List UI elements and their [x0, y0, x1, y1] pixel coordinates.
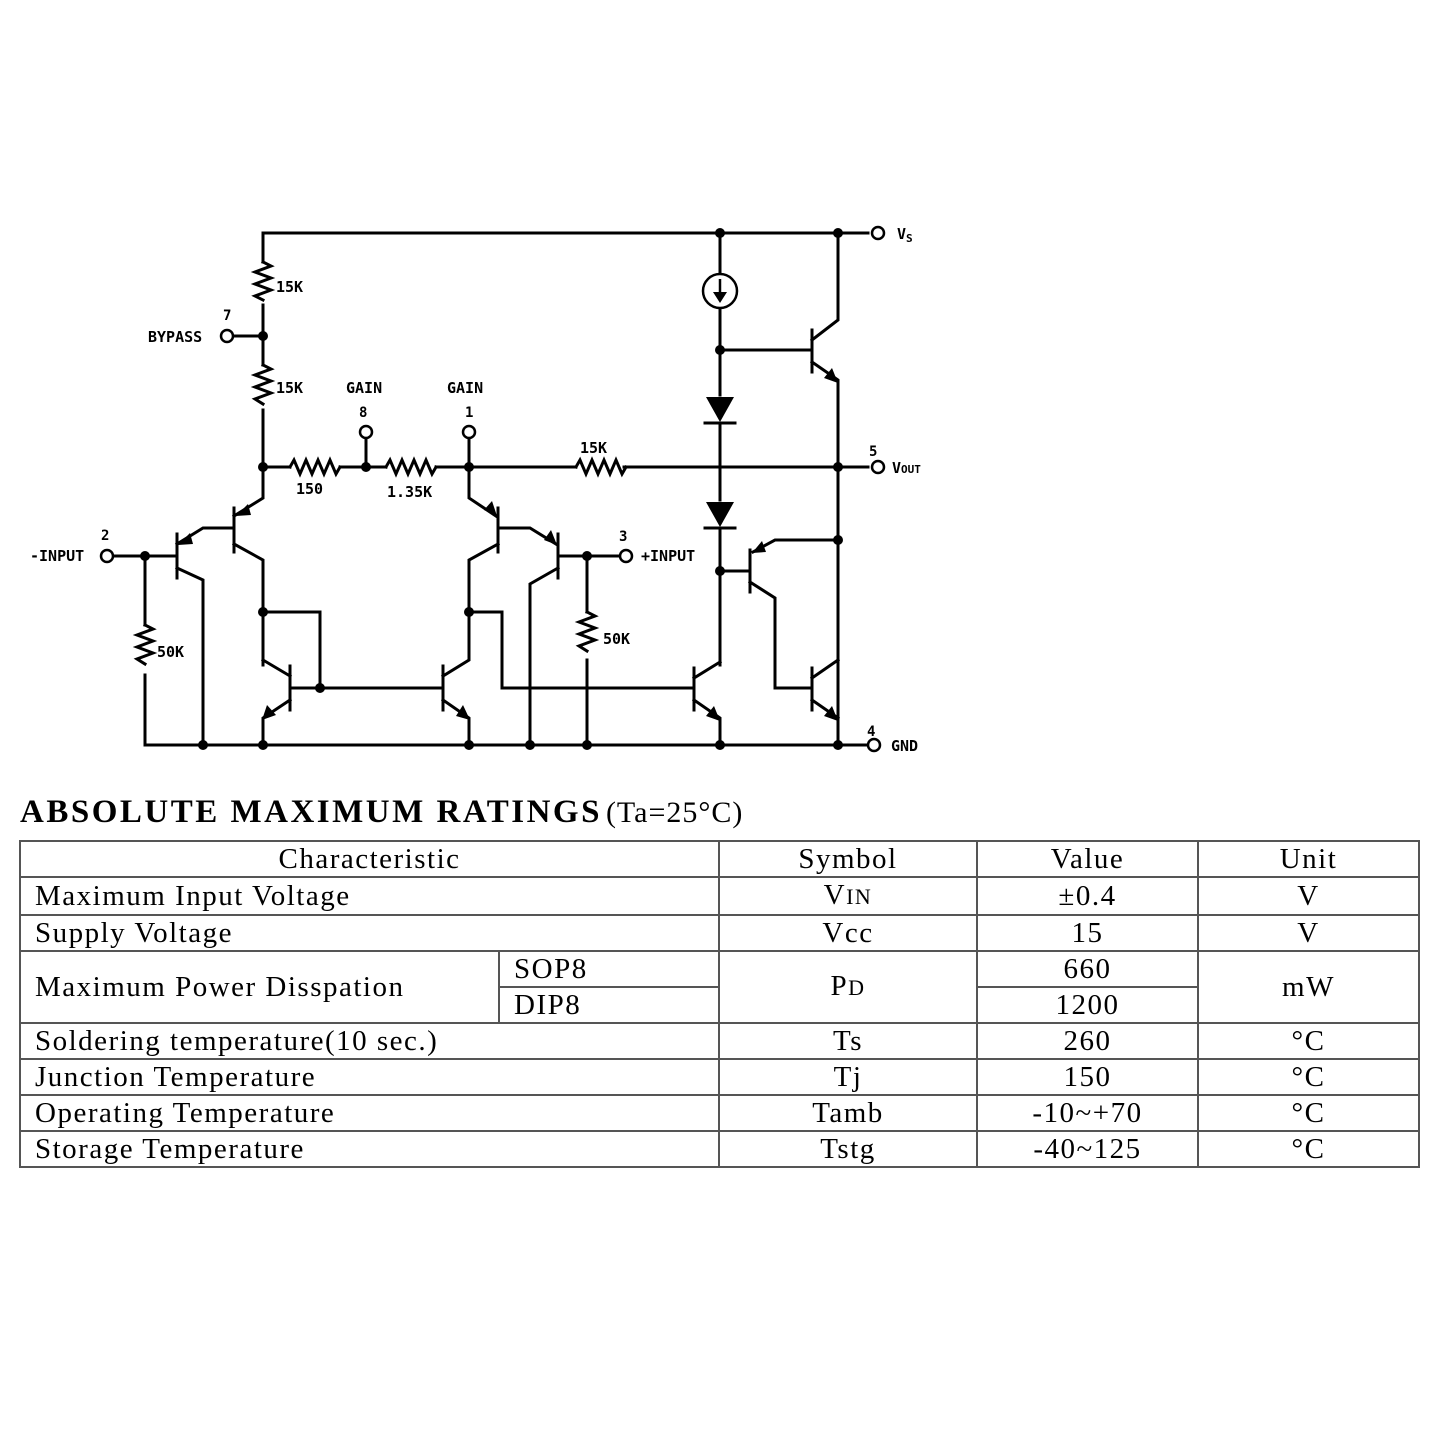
pin-number-1: 1 [465, 405, 473, 421]
current-source [701, 272, 739, 310]
label-r-left: 50K [157, 643, 184, 661]
cell-unit: °C [1197, 1058, 1420, 1096]
table-row: Maximum Power Disspation SOP8 PD 660 mW [19, 950, 1420, 1024]
cell-characteristic: Storage Temperature [19, 1130, 720, 1168]
label-r-top: 15K [276, 278, 303, 296]
label-r-135: 1.35K [387, 483, 432, 501]
diode-upper [706, 397, 734, 422]
label-minus-input: -INPUT [30, 547, 84, 565]
cell-value: ±0.4 [976, 876, 1199, 916]
resistor-15k-feedback [573, 456, 629, 478]
table-row: DIP8 1200 [20, 986, 1419, 1024]
cell-value: 1200 [976, 986, 1199, 1024]
cell-package: SOP8 [498, 950, 720, 988]
resistor-1-35k [383, 456, 439, 478]
label-r-150: 150 [296, 480, 323, 498]
pin-gain-1 [461, 424, 477, 440]
ratings-title-main: ABSOLUTE MAXIMUM RATINGS [20, 794, 602, 830]
pin-bypass [219, 328, 235, 344]
resistor-150 [287, 456, 343, 478]
table-row: Soldering temperature(10 sec.) Ts 260 °C [19, 1022, 1420, 1060]
ratings-title: ABSOLUTE MAXIMUM RATINGS (Ta=25°C) [20, 790, 743, 834]
cell-characteristic: Operating Temperature [19, 1094, 720, 1132]
label-vout: VOUT [892, 459, 921, 477]
label-r-feedback: 15K [580, 439, 607, 457]
pin-number-2: 2 [101, 528, 109, 544]
label-bypass: BYPASS [148, 328, 202, 346]
table-header-row: Characteristic Symbol Value Unit [19, 840, 1420, 878]
cell-unit: V [1197, 914, 1420, 952]
cell-unit: °C [1197, 1094, 1420, 1132]
cell-symbol: Ts [718, 1022, 978, 1060]
resistor-50k-right [574, 609, 600, 654]
pin-gain-8 [358, 424, 374, 440]
ratings-title-condition: (Ta=25°C) [605, 796, 744, 829]
pin-number-3: 3 [619, 529, 627, 545]
cell-value: -10~+70 [976, 1094, 1199, 1132]
cell-package: DIP8 [498, 986, 720, 1024]
cell-characteristic: Soldering temperature(10 sec.) [19, 1022, 720, 1060]
label-r-mid: 15K [276, 379, 303, 397]
header-value: Value [976, 840, 1199, 878]
cell-characteristic: Supply Voltage [19, 914, 720, 952]
pin-number-4: 4 [867, 724, 875, 740]
cell-value: 15 [976, 914, 1199, 952]
cell-symbol: Vcc [718, 914, 978, 952]
label-r-right: 50K [603, 630, 630, 648]
cell-symbol: Tj [718, 1058, 978, 1096]
cell-value: 150 [976, 1058, 1199, 1096]
table-row: Supply Voltage Vcc 15 V [19, 914, 1420, 952]
cell-characteristic: Maximum Power Disspation [19, 950, 500, 1024]
cell-unit: mW [1197, 950, 1420, 1024]
cell-characteristic: Junction Temperature [19, 1058, 720, 1096]
label-gnd: GND [891, 737, 918, 755]
cell-characteristic: Maximum Input Voltage [19, 876, 720, 916]
pin-vout [870, 459, 886, 475]
pin-plus-input [618, 548, 634, 564]
ratings-table: Characteristic Symbol Value Unit Maximum… [19, 840, 1420, 1168]
cell-unit: °C [1197, 1022, 1420, 1060]
cell-symbol: Tamb [718, 1094, 978, 1132]
cell-symbol: VIN [718, 876, 978, 916]
cell-symbol: PD [718, 950, 978, 1024]
resistor-15k-top [250, 259, 276, 303]
header-characteristic: Characteristic [19, 840, 720, 878]
cell-unit: V [1197, 876, 1420, 916]
resistor-15k-mid [250, 362, 276, 407]
label-gain-8: GAIN [346, 379, 382, 397]
table-row: Operating Temperature Tamb -10~+70 °C [19, 1094, 1420, 1132]
pin-gnd [866, 737, 882, 753]
cell-unit: °C [1197, 1130, 1420, 1168]
header-symbol: Symbol [718, 840, 978, 878]
pin-minus-input [99, 548, 115, 564]
label-gain-1: GAIN [447, 379, 483, 397]
diode-lower [706, 502, 734, 527]
pin-number-7: 7 [223, 308, 231, 324]
cell-symbol: Tstg [718, 1130, 978, 1168]
cell-value: 660 [976, 950, 1199, 988]
header-unit: Unit [1197, 840, 1420, 878]
label-vs: VS [897, 225, 913, 245]
schematic-diagram: VS 5 VOUT 4 GND 7 BYPASS GAIN 8 GAIN 1 2… [30, 225, 921, 755]
cell-value: -40~125 [976, 1130, 1199, 1168]
pin-vs [870, 225, 886, 241]
table-row: Storage Temperature Tstg -40~125 °C [19, 1130, 1420, 1168]
label-plus-input: +INPUT [641, 547, 695, 565]
table-row: Junction Temperature Tj 150 °C [19, 1058, 1420, 1096]
pin-number-8: 8 [359, 405, 367, 421]
table-row: Maximum Input Voltage VIN ±0.4 V [19, 876, 1420, 916]
pin-number-5: 5 [869, 444, 877, 460]
cell-value: 260 [976, 1022, 1199, 1060]
resistor-50k-left [132, 622, 158, 667]
